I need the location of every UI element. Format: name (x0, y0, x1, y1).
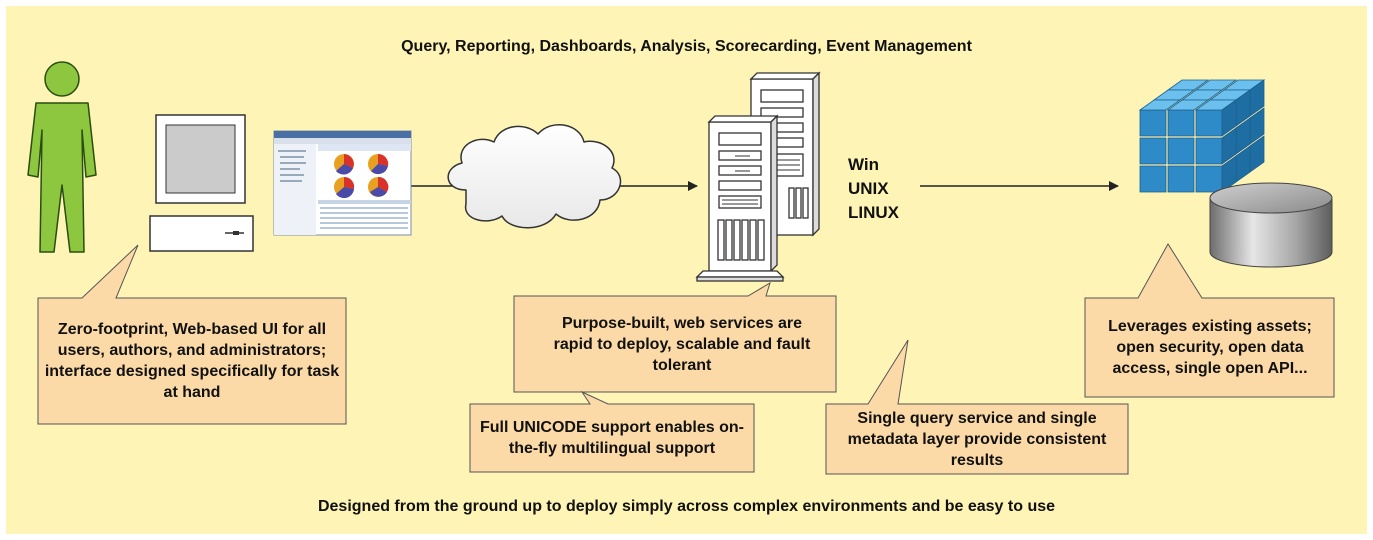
callout-assets-shape (1084, 243, 1335, 398)
platform-linux: LINUX (848, 203, 899, 222)
diagram-footer: Designed from the ground up to deploy si… (317, 498, 1056, 515)
callout-assets-text: Leverages existing assets; open security… (1108, 317, 1312, 377)
platform-win: Win (848, 155, 880, 174)
cube-block-face (1139, 137, 1167, 165)
cube-block-face (1195, 165, 1223, 193)
callout-unicode-text: Full UNICODE support enables on-the-fly … (479, 419, 744, 457)
diagram-header: Query, Reporting, Dashboards, Analysis, … (401, 38, 972, 55)
callout-unicode-shape (469, 390, 755, 473)
callout-services-shape (513, 281, 837, 393)
cube-block-face (1221, 99, 1237, 137)
cube-block-face (1166, 99, 1210, 111)
cube-block-face (1195, 109, 1223, 137)
platform-unix: UNIX (848, 179, 889, 198)
user-figure-icon (27, 61, 97, 253)
cube-block-face (1221, 127, 1237, 165)
cube-block-face (1139, 165, 1167, 193)
olap-cube-icon (1138, 79, 1266, 193)
cube-block-face (1221, 155, 1237, 193)
app-screenshot-icon (273, 130, 412, 236)
database-cylinder-icon (1209, 182, 1333, 268)
cube-block-face (1167, 137, 1195, 165)
callout-metadata-text: Single query service and single metadata… (847, 409, 1107, 469)
cube-block-face (1167, 109, 1195, 137)
callout-metadata-shape (825, 339, 1129, 475)
cube-block-face (1138, 99, 1182, 111)
server-tower-icon (695, 71, 821, 282)
cube-block-face (1139, 109, 1167, 137)
desktop-computer-icon (149, 114, 254, 252)
cube-block-face (1195, 137, 1223, 165)
callout-services-text: Purpose-built, web services are rapid to… (553, 314, 811, 374)
cube-block-face (1167, 165, 1195, 193)
callout-ui-shape (37, 244, 347, 425)
network-cloud-icon (447, 124, 622, 229)
callout-ui-text: Zero-footprint, Web-based UI for all use… (44, 321, 340, 401)
